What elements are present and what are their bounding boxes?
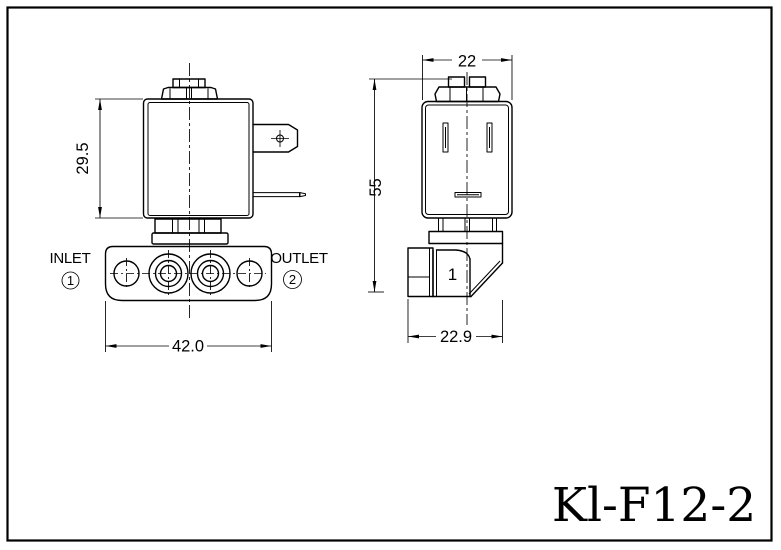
front-view: 29.5 42.0 INLET 1 OUTLET 2	[49, 63, 328, 356]
inlet-number-circle	[61, 271, 80, 290]
dim-text-22: 22	[458, 53, 476, 71]
dimension-side-width: 22	[422, 53, 513, 100]
valve-neck	[151, 218, 229, 245]
side-view: 1 22 55	[367, 53, 513, 346]
connector-mark: 1	[448, 265, 457, 284]
body-slot-right	[486, 122, 493, 153]
body-slot-left	[442, 122, 449, 153]
inlet-label: INLET	[49, 250, 90, 267]
dimension-base-width: 42.0	[105, 301, 272, 356]
connector-face: 1	[432, 249, 472, 298]
inlet-label-group: INLET 1	[49, 250, 91, 290]
side-coil-cap	[434, 76, 501, 103]
outlet-label: OUTLET	[270, 250, 328, 267]
dim-text-29-5: 29.5	[74, 142, 92, 174]
dim-text-22-9: 22.9	[440, 328, 472, 346]
mounting-base	[104, 245, 273, 302]
inlet-number: 1	[67, 273, 74, 288]
din-connector: 1	[407, 230, 504, 298]
outlet-number-circle	[283, 270, 302, 289]
side-coil-body	[421, 100, 513, 219]
terminal-pin	[252, 192, 306, 198]
terminal-tab	[252, 123, 299, 153]
dim-text-42-0: 42.0	[172, 338, 204, 356]
coil-body	[142, 98, 254, 219]
body-slot-bottom	[454, 192, 482, 198]
sheet-border	[6, 6, 773, 542]
model-number-title: Kl-F12-2	[552, 478, 756, 533]
cable-gland	[407, 247, 434, 298]
outlet-label-group: OUTLET 2	[270, 250, 328, 289]
connector-chamfer	[468, 242, 504, 298]
side-posts	[438, 218, 497, 232]
outlet-number: 2	[289, 272, 296, 287]
dimension-front-height: 29.5	[74, 98, 143, 219]
dimension-connector-width: 22.9	[407, 299, 503, 346]
dimension-side-height: 55	[367, 78, 452, 293]
dim-text-55: 55	[367, 178, 385, 196]
